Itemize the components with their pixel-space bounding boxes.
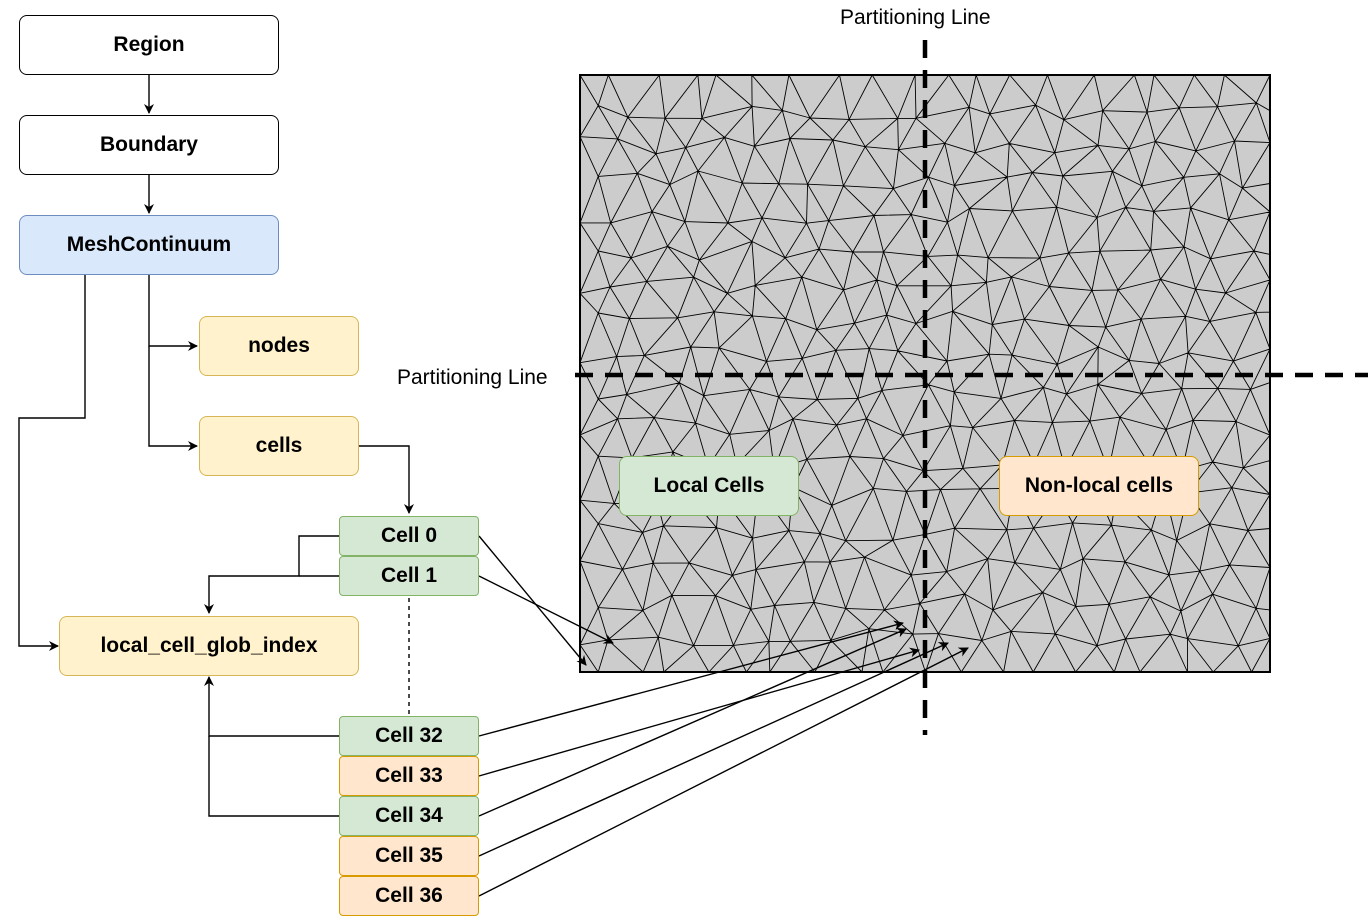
nonlocal-cells-label: Non-local cells <box>999 456 1199 516</box>
boundary-box: Boundary <box>19 115 279 175</box>
nodes-box: nodes <box>199 316 359 376</box>
horizontal-partition-label: Partitioning Line <box>397 366 548 389</box>
mesh-to-nodes-arrow <box>148 275 198 351</box>
mesh-to-cells-arrow <box>148 346 198 451</box>
cell-1-box: Cell 1 <box>339 556 479 596</box>
cell-32-box: Cell 32 <box>339 716 479 756</box>
cell34-to-mesh-arrow <box>478 628 907 817</box>
cell0-to-mesh-arrow <box>478 535 587 666</box>
mesh-edges-path <box>579 74 1271 673</box>
cell36-to-mesh-arrow <box>478 647 969 897</box>
region-box: Region <box>19 15 279 75</box>
cell-34-box: Cell 34 <box>339 796 479 836</box>
cell-36-box: Cell 36 <box>339 876 479 916</box>
cell1-to-mesh-arrow <box>478 575 614 644</box>
local-cells-label: Local Cells <box>619 456 799 516</box>
cell-33-box: Cell 33 <box>339 756 479 796</box>
cell-35-box: Cell 35 <box>339 836 479 876</box>
cell33-to-mesh-arrow <box>478 647 920 777</box>
mesh-triangle-edges <box>579 74 1271 673</box>
cell32-to-mesh-arrow <box>478 620 904 737</box>
cells-to-cell0-arrow <box>359 445 414 514</box>
local-cell-glob-index-box: local_cell_glob_index <box>59 616 359 676</box>
cell32-to-index-arrow <box>204 676 339 737</box>
cells-box: cells <box>199 416 359 476</box>
cell34-to-index-connector <box>208 736 339 817</box>
cell-0-box: Cell 0 <box>339 516 479 556</box>
mesh-continuum-box: MeshContinuum <box>19 215 279 275</box>
vertical-partition-label: Partitioning Line <box>840 6 991 29</box>
mesh-to-index-arrow <box>18 275 86 651</box>
cell0-to-index-arrow <box>204 535 339 614</box>
cell35-to-mesh-arrow <box>478 642 949 857</box>
